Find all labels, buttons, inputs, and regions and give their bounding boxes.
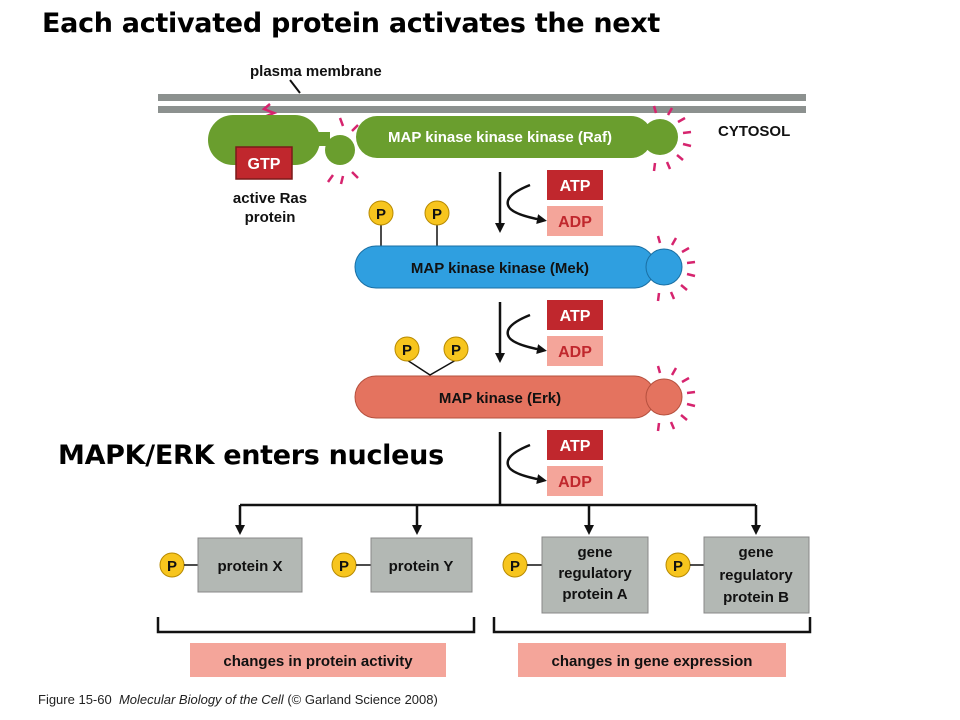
mek-protein (354, 245, 683, 289)
phosphate-label: P (339, 558, 349, 575)
phosphate-label: P (402, 342, 412, 359)
activation-arrow-2 (495, 302, 547, 363)
gtp-label: GTP (248, 156, 281, 173)
adp-box-1 (547, 206, 603, 236)
adp-box-2 (547, 336, 603, 366)
atp-label-3: ATP (560, 438, 591, 455)
target-label: protein X (217, 558, 282, 575)
ras-label-line2: protein (245, 209, 296, 226)
mek-activation-burst (656, 235, 696, 302)
outcome-brackets (156, 617, 812, 634)
slide-title: Each activated protein activates the nex… (42, 8, 661, 39)
phosphate-label: P (432, 206, 442, 223)
caption-figure: Figure 15-60 (38, 692, 112, 707)
outcome-protein-label: changes in protein activity (223, 653, 413, 670)
target-label: protein Y (389, 558, 454, 575)
raf-label: MAP kinase kinase kinase (Raf) (388, 129, 612, 146)
target-protein-y: P protein Y (331, 537, 473, 593)
outcome-gene-label: changes in gene expression (552, 653, 753, 670)
erk-protein (354, 375, 683, 419)
erk-phosphates: P P (394, 336, 469, 376)
adp-label-2: ADP (558, 344, 592, 361)
ras-label-line1: active Ras (233, 190, 307, 207)
atp-label-2: ATP (560, 308, 591, 325)
target-label: regulatory (719, 567, 793, 584)
atp-label-1: ATP (560, 178, 591, 195)
raf-protein (356, 116, 678, 158)
mek-label: MAP kinase kinase (Mek) (411, 260, 589, 277)
target-label: protein B (723, 589, 789, 606)
caption-credit: (© Garland Science 2008) (287, 692, 438, 707)
raf-activation-burst (652, 105, 692, 172)
activation-arrow-1 (495, 172, 547, 233)
atp-box-3 (547, 430, 603, 460)
target-gene-regulatory-protein-a: P gene regulatory protein A (502, 536, 649, 614)
phosphate-label: P (167, 558, 177, 575)
caption-book: Molecular Biology of the Cell (118, 692, 284, 707)
membrane-pointer (289, 79, 301, 94)
target-label: regulatory (558, 565, 632, 582)
ras-protein: GTP (208, 103, 355, 180)
adp-label-3: ADP (558, 474, 592, 491)
outcome-protein-box (190, 643, 446, 677)
atp-box-1 (547, 170, 603, 200)
adp-label-1: ADP (558, 214, 592, 231)
phosphate-label: P (673, 558, 683, 575)
phosphate-label: P (376, 206, 386, 223)
erk-activation-burst (656, 365, 696, 432)
phosphate-label: P (510, 558, 520, 575)
membrane-label: plasma membrane (250, 63, 382, 80)
target-label: gene (577, 544, 612, 561)
gtp-box (235, 146, 293, 180)
figure-caption: Figure 15-60 Molecular Biology of the Ce… (38, 692, 438, 707)
cytosol-label: CYTOSOL (718, 123, 790, 140)
outcome-gene-box (518, 643, 786, 677)
activation-arrow-3 (498, 432, 547, 505)
erk-label: MAP kinase (Erk) (439, 390, 561, 407)
plasma-membrane (158, 94, 806, 113)
slide-subtitle: MAPK/ERK enters nucleus (58, 440, 444, 471)
mek-phosphates: P P (368, 200, 450, 246)
adp-box-3 (547, 466, 603, 496)
atp-box-2 (547, 300, 603, 330)
phosphate-label: P (451, 342, 461, 359)
target-label: gene (738, 544, 773, 561)
branch-lines (235, 503, 761, 535)
target-label: protein A (562, 586, 627, 603)
target-protein-x: P protein X (159, 537, 303, 593)
target-gene-regulatory-protein-b: P gene regulatory protein B (665, 536, 810, 614)
